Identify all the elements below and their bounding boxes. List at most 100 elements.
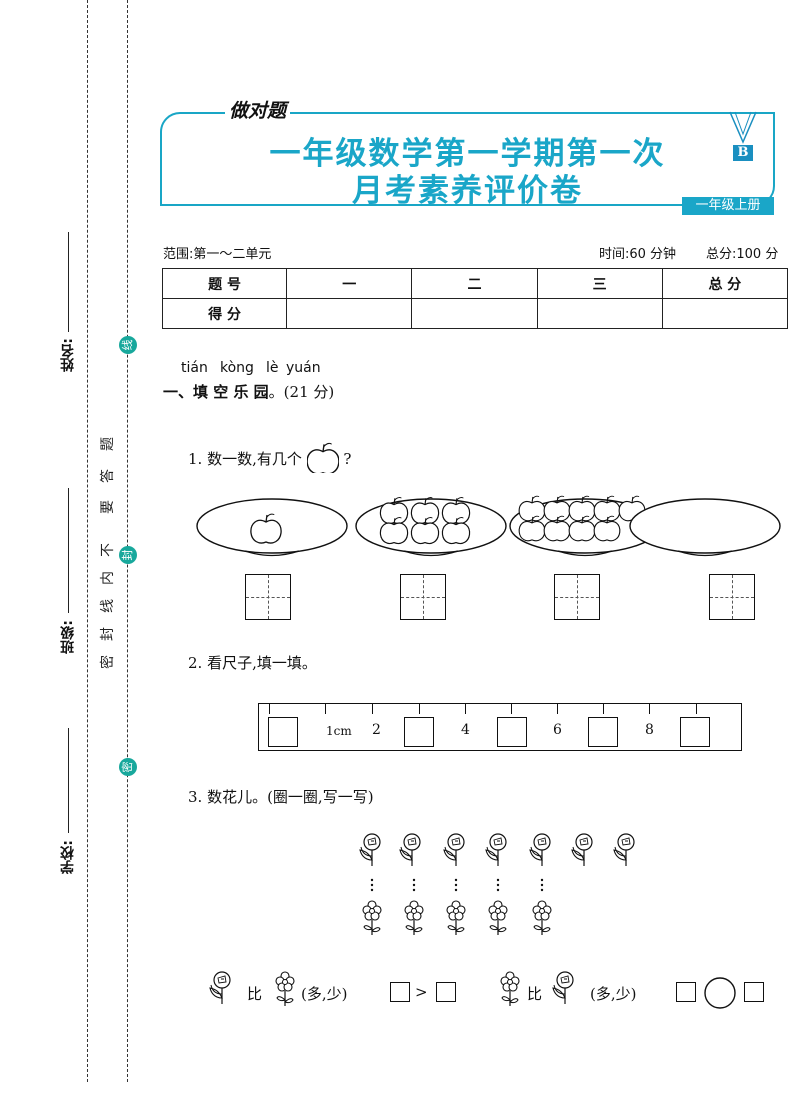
seal-char: 要: [100, 500, 116, 514]
score-cell[interactable]: [661, 298, 789, 329]
title-line2: 月考素养评价卷: [352, 173, 583, 209]
binding-dash-outer: [87, 0, 88, 1082]
ruler-tick: [603, 704, 604, 714]
score-cell[interactable]: [411, 298, 538, 329]
ruler-tick: [696, 704, 697, 714]
daisy-icon: [404, 900, 424, 936]
question-3-text: 3. 数花儿。(圈一圈,写一写): [188, 788, 374, 806]
rose-icon: [552, 971, 574, 1005]
table-row-label: 得 分: [161, 298, 288, 329]
pinyin: kòng: [220, 360, 254, 376]
table-header-cell: 一: [286, 268, 413, 299]
daisy-icon: [362, 900, 382, 936]
ruler-label: 6: [553, 722, 562, 738]
exam-time: 时间:60 分钟: [599, 247, 677, 262]
question-1-text: 1. 数一数,有几个: [188, 450, 302, 468]
ruler-label: 8: [645, 722, 654, 738]
table-row: 得 分: [161, 298, 789, 329]
ruler-answer-box[interactable]: [680, 717, 710, 747]
ruler-tick: [269, 704, 270, 714]
seal-dot-seal: 封: [119, 546, 137, 564]
name-line[interactable]: [68, 232, 69, 332]
title-line1: 一年级数学第一学期第一次: [269, 136, 666, 172]
rose-icon: [529, 833, 551, 867]
pinyin: lè: [266, 360, 279, 376]
rose-icon: [399, 833, 421, 867]
ruler-tick: [372, 704, 373, 714]
compare-circle[interactable]: [703, 976, 737, 1010]
answer-box-plate-4[interactable]: [709, 574, 755, 620]
class-label: 班级:: [60, 620, 76, 654]
exam-total: 总分:100 分: [706, 247, 779, 262]
table-header-cell: 题 号: [161, 268, 288, 299]
edition-badge: B: [733, 145, 753, 161]
matching-dots: [370, 878, 544, 892]
score-cell[interactable]: [536, 298, 663, 329]
score-table: 题 号 一 二 三 总 分 得 分: [161, 268, 789, 329]
question-2-text: 2. 看尺子,填一填。: [188, 654, 317, 672]
ruler-answer-box[interactable]: [588, 717, 618, 747]
plate-4: [629, 498, 781, 557]
ruler-answer-box[interactable]: [497, 717, 527, 747]
seal-char: 封: [100, 627, 116, 641]
compare-operator: >: [415, 983, 428, 1001]
table-header-cell: 二: [411, 268, 538, 299]
seal-dot-secret: 密: [119, 758, 137, 776]
score-cell[interactable]: [286, 298, 413, 329]
daisy-icon: [532, 900, 552, 936]
pinyin: yuán: [286, 360, 321, 376]
compare-box[interactable]: [390, 982, 410, 1002]
seal-char: 答: [100, 469, 116, 483]
question-1-suffix: ?: [343, 450, 352, 468]
answer-box-plate-2[interactable]: [400, 574, 446, 620]
daisy-row: [362, 900, 552, 936]
badge-ribbon-icon: [729, 111, 757, 144]
binding-dash-inner: [127, 0, 128, 1082]
school-line[interactable]: [68, 728, 69, 833]
table-header-cell: 三: [536, 268, 663, 299]
seal-char: 不: [100, 543, 116, 557]
ruler: 1cm 2 4 6 8: [258, 703, 742, 751]
answer-box-plate-1[interactable]: [245, 574, 291, 620]
compare-options-left: (多,少): [301, 985, 348, 1003]
seal-char: 题: [100, 437, 116, 451]
daisy-icon: [488, 900, 508, 936]
rose-icon: [209, 971, 231, 1005]
rose-icon: [359, 833, 381, 867]
pinyin: tián: [181, 360, 208, 376]
plate-2: [355, 496, 507, 557]
ruler-tick: [325, 704, 326, 714]
ruler-tick: [511, 704, 512, 714]
ruler-tick: [649, 704, 650, 714]
section-points: 。(21 分): [268, 383, 335, 401]
compare-box[interactable]: [744, 982, 764, 1002]
ruler-tick: [465, 704, 466, 714]
daisy-icon: [275, 971, 295, 1007]
rose-icon: [571, 833, 593, 867]
daisy-icon: [446, 900, 466, 936]
question-1: 1. 数一数,有几个 ?: [188, 441, 352, 475]
ruler-answer-box[interactable]: [404, 717, 434, 747]
plates-area: [196, 495, 781, 557]
seal-char: 密: [100, 655, 116, 669]
apple-icon: [518, 495, 546, 522]
apple-icon: [306, 442, 340, 475]
ruler-tick: [419, 704, 420, 714]
section-title: 一、填 空 乐 园: [163, 383, 269, 401]
table-header-cell: 总 分: [661, 268, 789, 299]
rose-row: [359, 833, 635, 867]
compare-box[interactable]: [676, 982, 696, 1002]
flowers-area: [359, 833, 635, 936]
class-line[interactable]: [68, 488, 69, 613]
ruler-tick: [557, 704, 558, 714]
compare-word-left: 比: [247, 985, 263, 1003]
ruler-answer-box[interactable]: [268, 717, 298, 747]
rose-icon: [485, 833, 507, 867]
answer-box-plate-3[interactable]: [554, 574, 600, 620]
compare-box[interactable]: [436, 982, 456, 1002]
ruler-label: 4: [461, 722, 470, 738]
seal-char: 内: [100, 571, 116, 585]
compare-options-right: (多,少): [590, 985, 637, 1003]
daisy-icon: [500, 971, 520, 1007]
name-label: 姓名:: [60, 338, 76, 372]
